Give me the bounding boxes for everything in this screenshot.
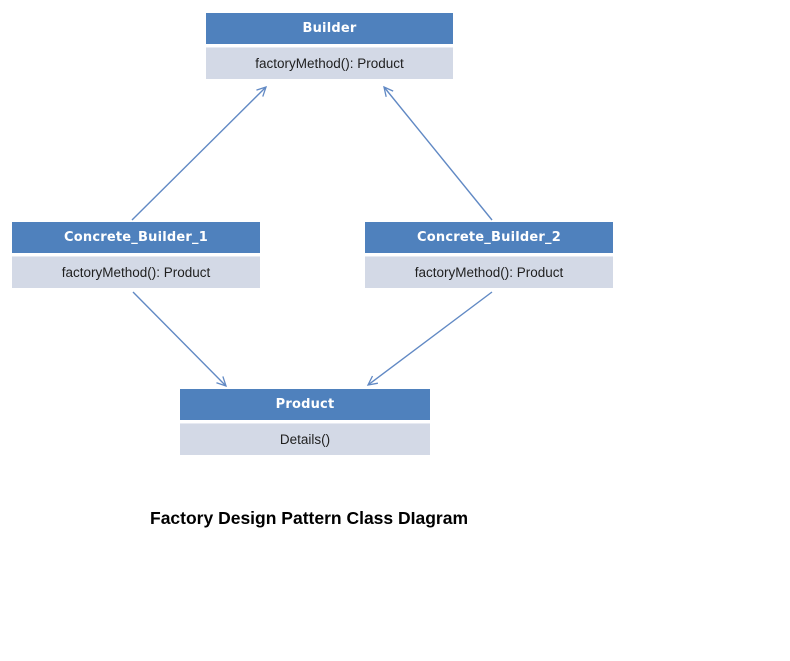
class-box-product: Product Details() bbox=[180, 389, 430, 455]
class-member-builder: factoryMethod(): Product bbox=[206, 47, 453, 79]
class-name-product: Product bbox=[180, 389, 430, 420]
diagram-title: Factory Design Pattern Class DIagram bbox=[150, 508, 469, 528]
arrow-cb1-to-product bbox=[132, 291, 226, 386]
arrow-cb2-to-builder bbox=[384, 87, 493, 221]
class-member-concrete-builder-1: factoryMethod(): Product bbox=[12, 256, 260, 288]
class-member-concrete-builder-2: factoryMethod(): Product bbox=[365, 256, 613, 288]
class-name-concrete-builder-1: Concrete_Builder_1 bbox=[12, 222, 260, 253]
class-name-builder: Builder bbox=[206, 13, 453, 44]
class-box-builder: Builder factoryMethod(): Product bbox=[206, 13, 453, 79]
arrow-cb2-to-product bbox=[368, 291, 493, 385]
class-box-concrete-builder-2: Concrete_Builder_2 factoryMethod(): Prod… bbox=[365, 222, 613, 288]
class-box-concrete-builder-1: Concrete_Builder_1 factoryMethod(): Prod… bbox=[12, 222, 260, 288]
class-name-concrete-builder-2: Concrete_Builder_2 bbox=[365, 222, 613, 253]
class-member-product: Details() bbox=[180, 423, 430, 455]
arrow-cb1-to-builder bbox=[131, 87, 266, 221]
